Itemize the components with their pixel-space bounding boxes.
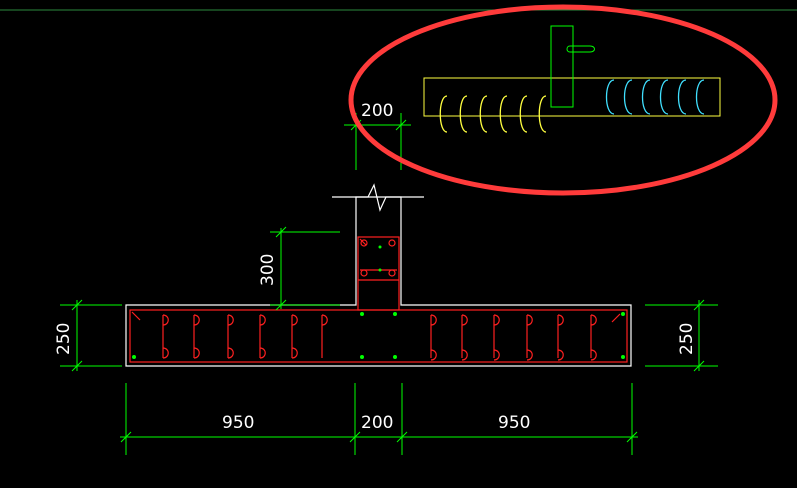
section-outline bbox=[125, 183, 632, 367]
dim-right-height: 250 bbox=[677, 323, 697, 355]
detail-column-outline bbox=[550, 25, 574, 108]
rebar-points bbox=[132, 245, 625, 359]
slab-rebar-cage bbox=[129, 309, 628, 363]
break-line bbox=[332, 183, 424, 212]
column-rebar-cage bbox=[357, 236, 400, 311]
rebar-detail-group bbox=[423, 25, 721, 133]
dim-bottom-middle: 200 bbox=[361, 413, 393, 433]
dim-top-width: 200 bbox=[361, 101, 393, 121]
highlight-ellipse bbox=[348, 4, 778, 196]
detail-beam-outline bbox=[423, 77, 721, 117]
dim-bottom-left: 950 bbox=[222, 413, 254, 433]
dimension-lines bbox=[60, 113, 718, 455]
dim-left-height: 250 bbox=[54, 323, 74, 355]
dim-column-height: 300 bbox=[258, 254, 278, 286]
rebar-group bbox=[129, 236, 628, 363]
dim-bottom-right: 950 bbox=[498, 413, 530, 433]
